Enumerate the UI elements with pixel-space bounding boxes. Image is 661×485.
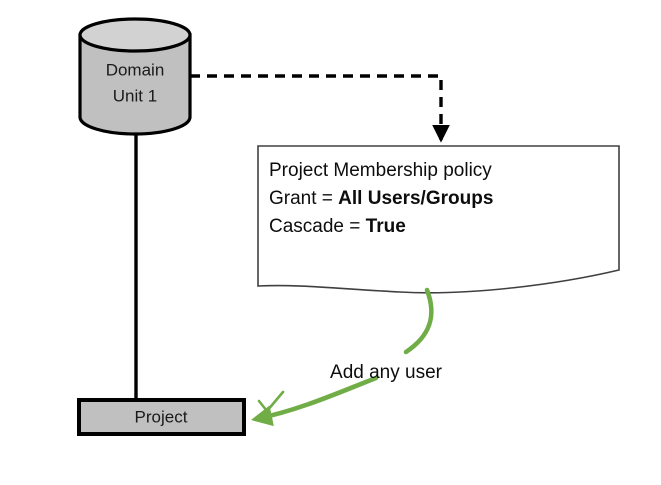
- connector-domain-to-policy: [190, 74, 450, 143]
- project-box: [77, 398, 246, 436]
- policy-line-cascade: Cascade = True: [269, 216, 406, 237]
- policy-line-title-text: Project Membership policy: [269, 160, 492, 181]
- check-icon-glyph: [257, 390, 285, 413]
- cylinder-body: [78, 33, 192, 136]
- connector-curve-green-lower: [251, 375, 379, 427]
- node-domain-unit[interactable]: Domain Unit 1: [78, 17, 192, 136]
- policy-line-cascade-key: Cascade =: [269, 216, 366, 237]
- connector-curve-green-upper: [403, 287, 434, 355]
- node-domain-unit-label-line1: Domain: [106, 60, 165, 79]
- node-domain-unit-label-line2: Unit 1: [113, 86, 157, 105]
- policy-line-grant-value: All Users/Groups: [338, 188, 493, 209]
- connector-label-add-any-user: Add any user: [330, 362, 443, 383]
- connector-policy-to-project: Add any user: [251, 287, 443, 427]
- node-policy-document[interactable]: Project Membership policy Grant = All Us…: [257, 145, 620, 294]
- check-icon: [257, 390, 285, 413]
- policy-line-grant: Grant = All Users/Groups: [269, 188, 493, 209]
- node-project-label: Project: [135, 407, 188, 426]
- node-project[interactable]: Project: [77, 398, 246, 436]
- policy-line-title: Project Membership policy: [269, 160, 492, 181]
- cylinder-top-ellipse: [78, 17, 192, 53]
- connector-line-dashed: [190, 74, 450, 143]
- document-shape: [257, 145, 620, 294]
- policy-line-cascade-value: True: [366, 216, 406, 237]
- policy-line-grant-key: Grant =: [269, 188, 338, 209]
